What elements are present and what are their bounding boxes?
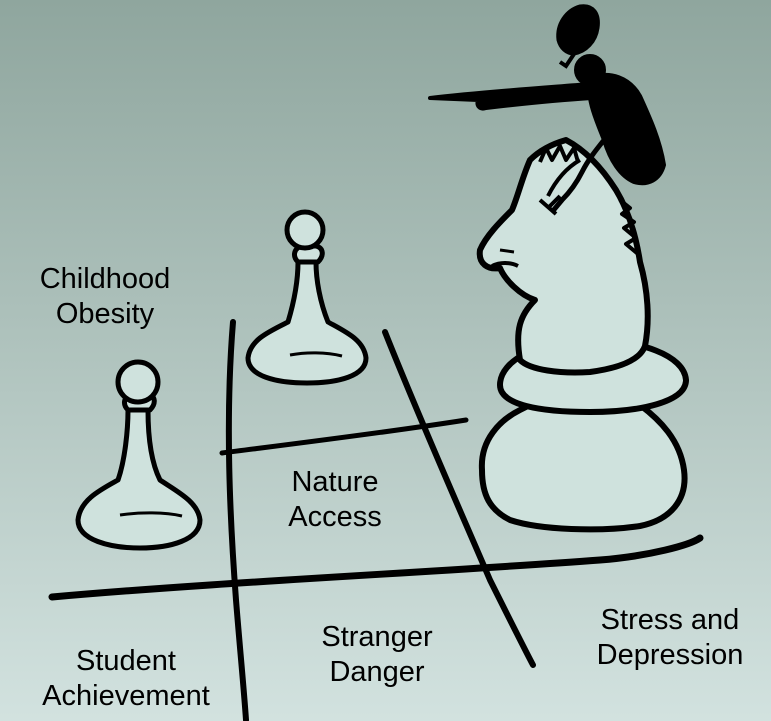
rider-figure-icon: [428, 54, 666, 216]
label-nature-access-line2: Access: [288, 501, 382, 533]
pawn-icon: [75, 359, 203, 551]
label-stranger-danger: Stranger Danger: [292, 620, 462, 690]
pawn-icon: [245, 209, 369, 386]
label-nature-access: Nature Access: [245, 465, 425, 535]
grid-line-right-diagonal: [382, 329, 536, 668]
label-childhood-obesity-line1: Childhood: [39, 263, 171, 295]
grid-line-middle-horizontal: [219, 417, 469, 456]
label-childhood-obesity: Childhood Obesity: [5, 262, 205, 332]
knight-icon: [476, 137, 689, 533]
umbrella-icon: [556, 4, 600, 69]
label-student-achievement-line2: Achievement: [42, 680, 210, 712]
label-nature-access-line1: Nature: [291, 466, 379, 498]
board-grid: [48, 319, 704, 721]
label-stress-depression-line2: Depression: [596, 639, 744, 671]
label-stranger-danger-line1: Stranger: [321, 621, 433, 653]
label-student-achievement: Student Achievement: [8, 644, 244, 714]
label-stress-depression: Stress and Depression: [572, 603, 768, 673]
label-student-achievement-line1: Student: [76, 645, 176, 677]
label-childhood-obesity-line2: Obesity: [55, 298, 155, 330]
label-stress-depression-line1: Stress and: [600, 604, 740, 636]
grid-line-left-vertical: [225, 319, 249, 721]
label-stranger-danger-line2: Danger: [329, 656, 425, 688]
